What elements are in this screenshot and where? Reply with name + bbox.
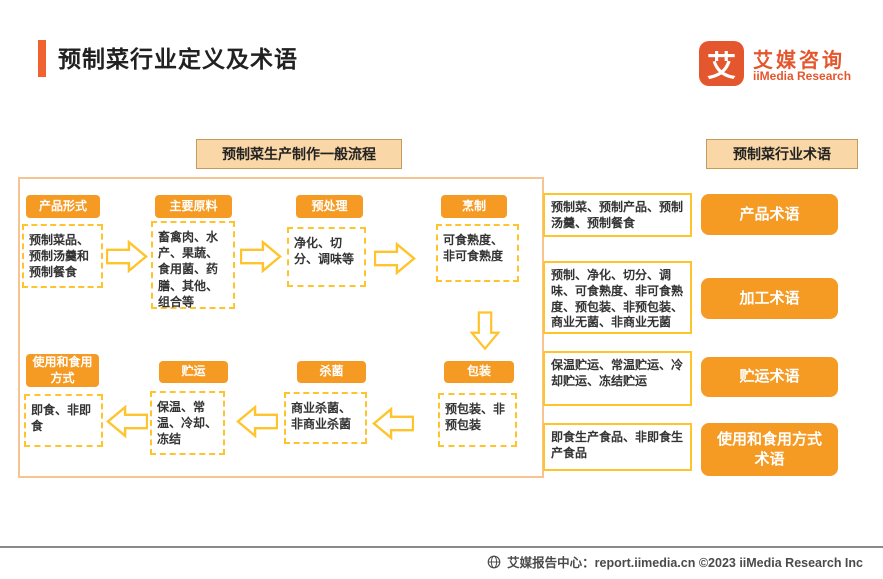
iimedia-logo-icon: 艾: [699, 41, 744, 86]
flow-stage-label-sterilization: 杀菌: [297, 361, 366, 383]
flow-stage-label-main-ingredients: 主要原料: [155, 195, 232, 218]
term-desc-product: 预制菜、预制产品、预制汤羹、预制餐食: [543, 193, 692, 237]
footer-divider: [0, 546, 883, 548]
flow-stage-label-packaging: 包装: [444, 361, 514, 383]
flow-arrow-right-icon: [240, 240, 282, 273]
flow-stage-label-product-form: 产品形式: [26, 195, 100, 218]
flow-arrow-left-icon: [236, 405, 278, 438]
term-category-usage: 使用和食用方式术语: [701, 423, 838, 476]
flow-stage-label-storage-transport: 贮运: [159, 361, 228, 383]
flow-stage-content-main-ingredients: 畜禽肉、水产、果蔬、食用菌、药膳、其他、组合等: [151, 221, 235, 309]
title-accent-bar: [38, 40, 46, 77]
flow-stage-content-pretreatment: 净化、切分、调味等: [287, 227, 366, 287]
flow-stage-content-sterilization: 商业杀菌、非商业杀菌: [284, 392, 367, 444]
flow-arrow-right-icon: [374, 242, 416, 275]
logo-glyph: 艾: [706, 50, 736, 83]
logo-name-cn: 艾媒咨询: [753, 50, 845, 72]
flow-arrow-left-icon: [372, 407, 414, 440]
flow-arrow-right-icon: [106, 240, 148, 273]
flow-stage-content-product-form: 预制菜品、预制汤羹和预制餐食: [22, 224, 103, 288]
flow-stage-content-packaging: 预包装、非预包装: [438, 393, 517, 447]
flow-stage-content-usage-method: 即食、非即食: [24, 394, 103, 447]
logo-name-en: iiMedia Research: [753, 69, 852, 83]
flow-stage-content-cooking: 可食熟度、非可食熟度: [436, 224, 519, 282]
term-category-product: 产品术语: [701, 194, 838, 235]
flow-stage-label-cooking: 烹制: [441, 195, 507, 218]
flow-stage-label-pretreatment: 预处理: [296, 195, 363, 218]
term-desc-usage: 即食生产食品、非即食生产食品: [543, 423, 692, 471]
page-title: 预制菜行业定义及术语: [58, 46, 298, 72]
footer: 艾媒报告中心：report.iimedia.cn ©2023 iiMedia R…: [487, 552, 863, 571]
flow-arrow-left-icon: [106, 405, 148, 438]
flow-stage-label-usage-method: 使用和食用方式: [26, 354, 99, 387]
term-desc-processing: 预制、净化、切分、调味、可食熟度、非可食熟度、预包装、非预包装、商业无菌、非商业…: [543, 261, 692, 334]
term-desc-storage: 保温贮运、常温贮运、冷却贮运、冻结贮运: [543, 351, 692, 406]
globe-icon: [487, 555, 501, 568]
terms-section-title: 预制菜行业术语: [706, 139, 858, 169]
flow-stage-content-storage-transport: 保温、常温、冷却、冻结: [150, 391, 225, 455]
footer-text: 艾媒报告中心：report.iimedia.cn ©2023 iiMedia R…: [507, 556, 863, 570]
term-category-storage: 贮运术语: [701, 357, 838, 397]
flow-arrow-down-icon: [470, 311, 500, 351]
term-category-processing: 加工术语: [701, 278, 838, 319]
flow-section-title: 预制菜生产制作一般流程: [196, 139, 402, 169]
